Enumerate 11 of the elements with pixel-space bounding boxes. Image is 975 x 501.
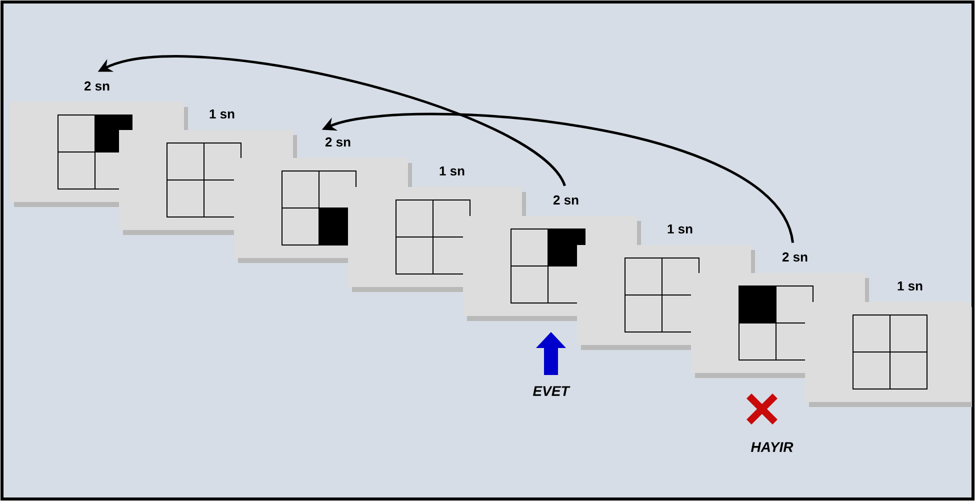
duration-label: 2 sn xyxy=(84,81,110,91)
duration-label: 1 sn xyxy=(210,109,234,119)
duration-label: 2 sn xyxy=(782,252,808,262)
duration-label: 2 sn xyxy=(325,137,350,147)
stimulus-card xyxy=(805,302,972,407)
answer-label: HAYIR xyxy=(751,442,794,452)
duration-label: 2 sn xyxy=(553,195,578,205)
duration-label: 1 sn xyxy=(668,224,692,234)
duration-label: 1 sn xyxy=(440,166,464,176)
duration-label: 1 sn xyxy=(898,281,922,291)
answer-label: EVET xyxy=(532,386,570,396)
